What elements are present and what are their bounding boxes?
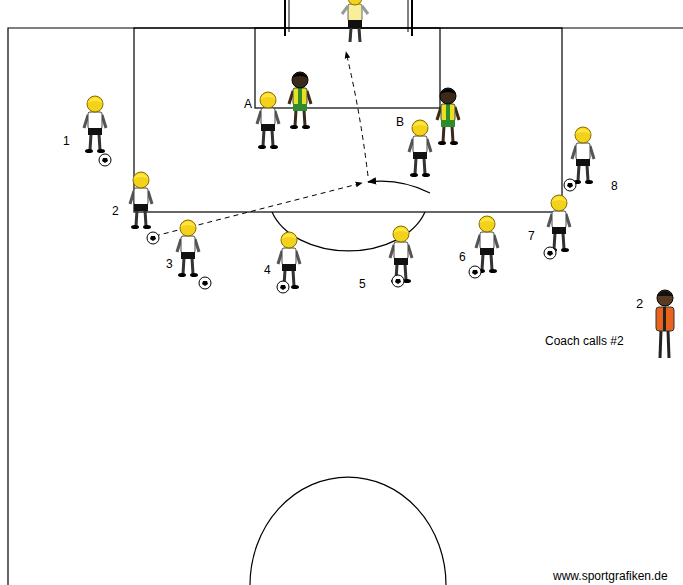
player-letter: A <box>244 98 252 111</box>
callout-number: 2 <box>636 297 643 311</box>
callout-number: 7 <box>528 230 535 243</box>
callout-number: 1 <box>63 135 70 148</box>
callout-number: 3 <box>166 258 173 271</box>
callout-number: 8 <box>611 180 618 193</box>
callout-number: 2 <box>112 205 119 218</box>
watermark: www.sportgrafiken.de <box>553 570 668 583</box>
coach-note: Coach calls #2 <box>545 335 624 348</box>
player-letter: B <box>396 116 404 129</box>
coach-figure <box>656 290 674 358</box>
callout-number: 6 <box>459 251 466 264</box>
goalkeeper <box>342 0 368 42</box>
callout-number: 4 <box>264 264 271 277</box>
callout-number: 5 <box>359 278 366 291</box>
